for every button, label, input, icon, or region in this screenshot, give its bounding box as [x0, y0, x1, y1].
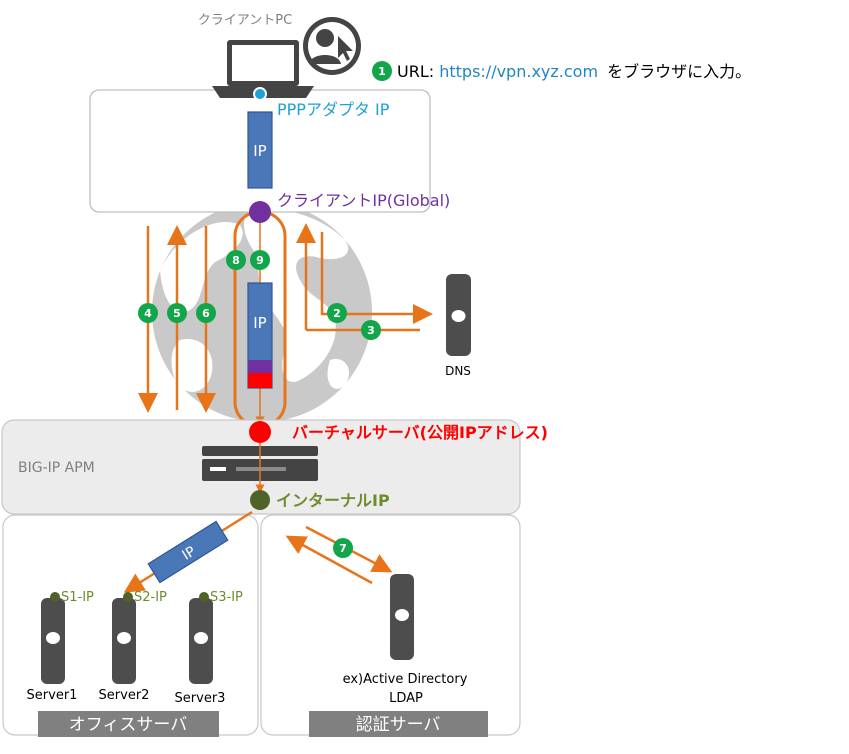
office-server-tab [38, 711, 219, 737]
server-1-name: Server1 [27, 688, 78, 703]
server-2-ip-dot [123, 592, 133, 602]
step-7-badge [333, 538, 353, 558]
step-2-arrow [320, 232, 433, 324]
auth-server-protocol: LDAP [389, 691, 423, 706]
ppp-adapter-dot [253, 87, 267, 101]
auth-server-icon [390, 574, 414, 660]
step-3-badge [361, 320, 381, 340]
step-6-number: 6 [202, 307, 210, 320]
laptop-icon [212, 40, 314, 98]
step-2-badge [327, 303, 347, 323]
step-2-number: 2 [333, 307, 341, 320]
client-pc-title: クライアントPC [198, 13, 292, 28]
step-9-badge [250, 250, 270, 270]
server-3-name: Server3 [175, 691, 226, 706]
office-server-tab-label: オフィスサーバ [69, 715, 188, 735]
dns-label: DNS [445, 364, 471, 378]
step-5-number: 5 [173, 307, 181, 320]
client-ip-node [249, 201, 271, 223]
server-3-ip: S3-IP [210, 590, 243, 605]
step-9-number: 9 [256, 254, 264, 267]
inner-packet-ip: IP [253, 314, 266, 332]
step-3-number: 3 [367, 324, 375, 337]
server-3-icon [189, 598, 213, 684]
vpn-url-link[interactable]: https://vpn.xyz.com [439, 62, 598, 81]
packet-header-purple [248, 360, 272, 373]
server-1-ip: S1-IP [61, 590, 94, 605]
server-2-name: Server2 [99, 688, 150, 703]
virtual-server-label: バーチャルサーバ(公開IPアドレス) [292, 423, 548, 442]
step-5-badge [167, 303, 187, 323]
auth-response-arrow [285, 535, 373, 585]
server-3-ip-dot [199, 592, 209, 602]
server-1-ip-dot [50, 592, 60, 602]
url-prefix: URL: [397, 62, 434, 81]
step-4-badge [138, 303, 158, 323]
step-1-number: 1 [378, 65, 386, 78]
packet-header-red [248, 373, 272, 388]
step-8-number: 8 [232, 254, 240, 267]
step-8-badge [226, 250, 246, 270]
virtual-server-node [249, 421, 271, 443]
ppp-packet-ip: IP [253, 142, 266, 160]
step-1-instruction: URL: https://vpn.xyz.com をブラウザに入力。 [397, 62, 751, 81]
dns-server-icon [446, 274, 471, 356]
step-1-badge [372, 61, 392, 81]
big-ip-apm-label: BIG-IP APM [18, 460, 95, 476]
server-2-icon [112, 598, 136, 684]
step-7-number: 7 [339, 542, 347, 555]
server-1-icon [41, 598, 65, 684]
ppp-ip-packet [247, 111, 273, 189]
url-suffix: をブラウザに入力。 [607, 62, 751, 81]
office-ip-packet: IP [147, 520, 229, 584]
client-ip-label: クライアントIP(Global) [277, 191, 450, 210]
user-icon [303, 17, 361, 75]
internal-ip-node [250, 490, 270, 510]
step-6-badge [196, 303, 216, 323]
ppp-adapter-label: PPPアダプタ IP [277, 100, 390, 119]
server-2-ip: S2-IP [134, 590, 167, 605]
auth-server-tab [309, 711, 488, 737]
auth-server-tab-label: 認証サーバ [356, 715, 441, 735]
internal-ip-label: インターナルIP [276, 491, 390, 510]
auth-server-name: ex)Active Directory [343, 672, 468, 687]
step-4-number: 4 [144, 307, 152, 320]
